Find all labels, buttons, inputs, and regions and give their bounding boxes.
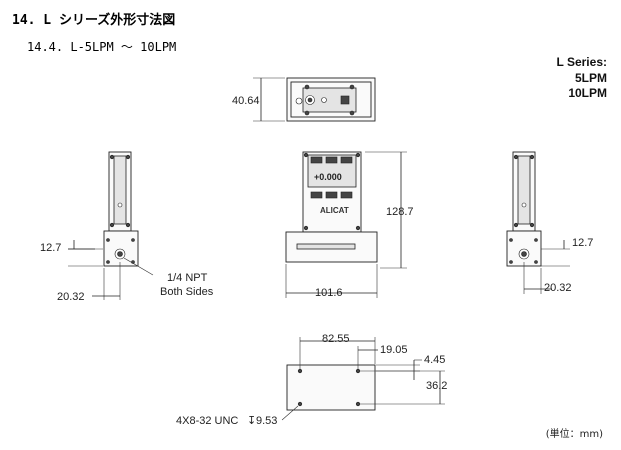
unit-note: (単位：mm): [545, 429, 603, 440]
front-width-label: 101.6: [315, 287, 343, 299]
display-logo: ALICAT: [320, 206, 349, 215]
hole-span-label: 82.55: [322, 333, 350, 345]
top-view: 40.64: [232, 77, 376, 122]
section-heading: 14. L シリーズ外形寸法図: [12, 13, 176, 28]
thread-depth-label: 9.53: [256, 415, 277, 427]
series-model-10lpm: 10LPM: [568, 86, 607, 100]
right-offset-label: 12.7: [572, 237, 593, 249]
subsection-heading: 14.4. L-5LPM ～ 10LPM: [27, 40, 177, 54]
right-side-view: 12.7 20.32: [506, 151, 593, 294]
left-offset-label: 12.7: [40, 242, 61, 254]
series-title: L Series:: [556, 55, 607, 69]
display-reading: +0.000: [314, 172, 342, 182]
front-height-label: 128.7: [386, 206, 414, 218]
hole-pitch-label: 36.2: [426, 380, 447, 392]
right-depth-label: 20.32: [544, 282, 572, 294]
hole-edge-label: 19.05: [380, 344, 408, 356]
bottom-view: 82.55 19.05 4.45 36.2 4X8-32 UNC ↧ 9.53: [176, 333, 447, 427]
left-side-view: 12.7 20.32 1/4 NPT Both Sides: [40, 151, 214, 303]
port-note-line1: 1/4 NPT: [167, 272, 208, 284]
top-height-label: 40.64: [232, 95, 260, 107]
hole-offset-label: 4.45: [424, 354, 445, 366]
port-note-line2: Both Sides: [160, 286, 214, 298]
series-model-5lpm: 5LPM: [574, 71, 607, 85]
left-depth-label: 20.32: [57, 291, 85, 303]
front-view: +0.000 ALICAT 128.7 101.6: [285, 151, 414, 299]
thread-depth-symbol: ↧: [247, 415, 256, 427]
thread-spec-label: 4X8-32 UNC: [176, 415, 238, 427]
